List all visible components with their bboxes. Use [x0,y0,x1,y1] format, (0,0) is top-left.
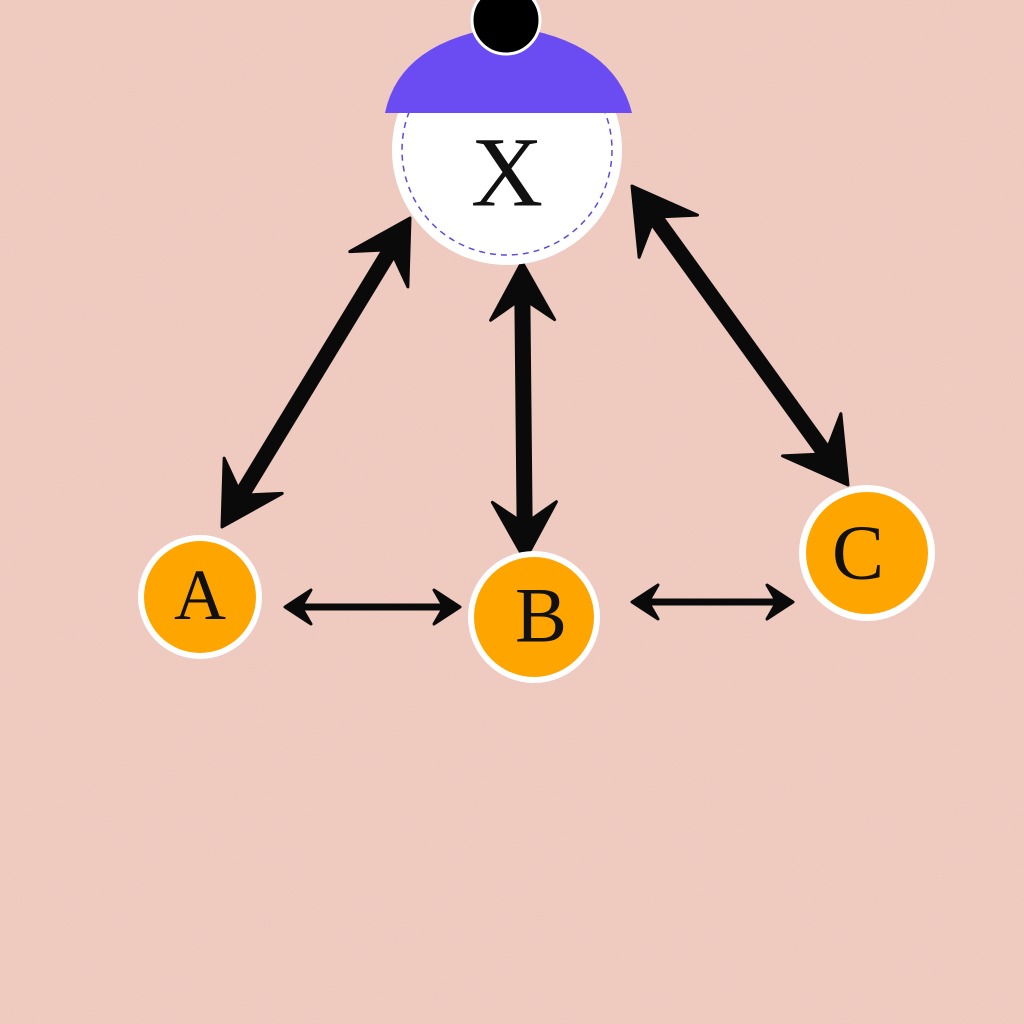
node-a-circle [144,541,256,653]
arrows-layer [220,184,850,626]
arrow-shaft [232,240,400,505]
hub-dashed-ring [401,44,613,256]
hub-cap-knob [470,0,542,56]
arrow-shaft [514,288,533,534]
arrowhead-b [432,588,462,626]
node-c: C [799,485,935,621]
node-b: B [468,551,600,683]
arrow-x-b [489,260,558,562]
node-a-label: A [174,555,226,635]
arrowhead-x [630,184,699,259]
node-c-label: C [832,509,884,596]
hub-node-x: X [385,0,632,265]
arrowhead-c [765,583,795,621]
node-a: A [138,535,262,659]
arrowhead-c [781,412,850,487]
node-c-circle [806,492,928,614]
arrowhead-b [630,583,660,621]
arrow-a-b [283,588,462,626]
arrowhead-x [489,260,557,322]
arrowhead-b [490,500,558,562]
node-b-circle [474,557,594,677]
arrow-shaft [645,208,835,463]
arrow-x-a [220,216,412,529]
arrowhead-x [348,216,412,289]
node-b-label: B [515,572,567,659]
hub-cap [385,26,632,113]
arrowhead-a [220,456,284,529]
hub-label: X [471,117,543,228]
arrowhead-a [283,588,313,626]
arrow-x-c [630,184,850,487]
arrow-b-c [630,583,795,621]
